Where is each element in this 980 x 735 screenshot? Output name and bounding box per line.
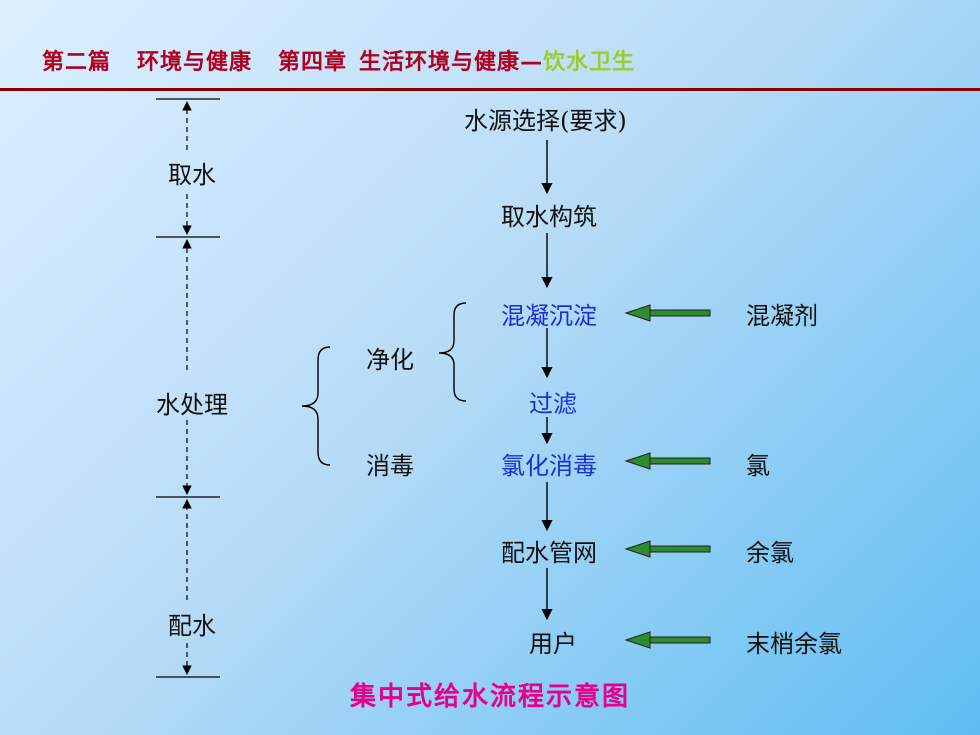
stage-distribution-label: 配水: [168, 612, 216, 640]
diagram-caption: 集中式给水流程示意图: [349, 682, 630, 712]
coagulant-arrow: [624, 304, 711, 322]
header-title: 第二篇环境与健康第四章生活环境与健康—饮水卫生: [42, 44, 635, 76]
flow-node-coagulation: 混凝沉淀: [501, 302, 597, 330]
flow-node-filtration: 过滤: [529, 390, 577, 418]
stage-intake-label: 取水: [168, 161, 216, 189]
flow-node-chlorination: 氯化消毒: [501, 452, 597, 480]
header-chapter: 第四章: [278, 50, 348, 75]
group-disinfect-label: 消毒: [366, 452, 414, 480]
treatment-brace: [301, 346, 331, 466]
residual-chlorine-arrow: [624, 540, 711, 558]
slide-header: 第二篇环境与健康第四章生活环境与健康—饮水卫生: [0, 0, 980, 92]
group-purify-label: 净化: [366, 346, 414, 374]
end-residual-chlorine-arrow: [624, 631, 711, 649]
flow-node-user: 用户: [529, 630, 577, 658]
header-part-title: 环境与健康: [137, 50, 253, 75]
stage-treatment-label: 水处理: [156, 391, 228, 419]
stage-bracket: [156, 98, 220, 678]
header-part: 第二篇: [42, 50, 112, 75]
input-coagulant-label: 混凝剂: [746, 302, 818, 330]
header-topic: 饮水卫生: [543, 50, 636, 75]
header-chapter-title: 生活环境与健康: [359, 50, 521, 75]
header-rule: [0, 88, 980, 91]
flow-node-intake-structure: 取水构筑: [501, 203, 597, 231]
flow-node-network: 配水管网: [501, 539, 597, 567]
chlorine-arrow: [624, 452, 711, 470]
flow-node-source: 水源选择(要求): [464, 107, 627, 135]
header-dash: —: [520, 50, 544, 75]
input-chlorine-label: 氯: [746, 452, 770, 480]
purify-brace: [438, 302, 467, 402]
input-arrows: [624, 304, 711, 649]
input-end-residual-chlorine-label: 末梢余氯: [746, 630, 842, 658]
input-residual-chlorine-label: 余氯: [746, 539, 794, 567]
